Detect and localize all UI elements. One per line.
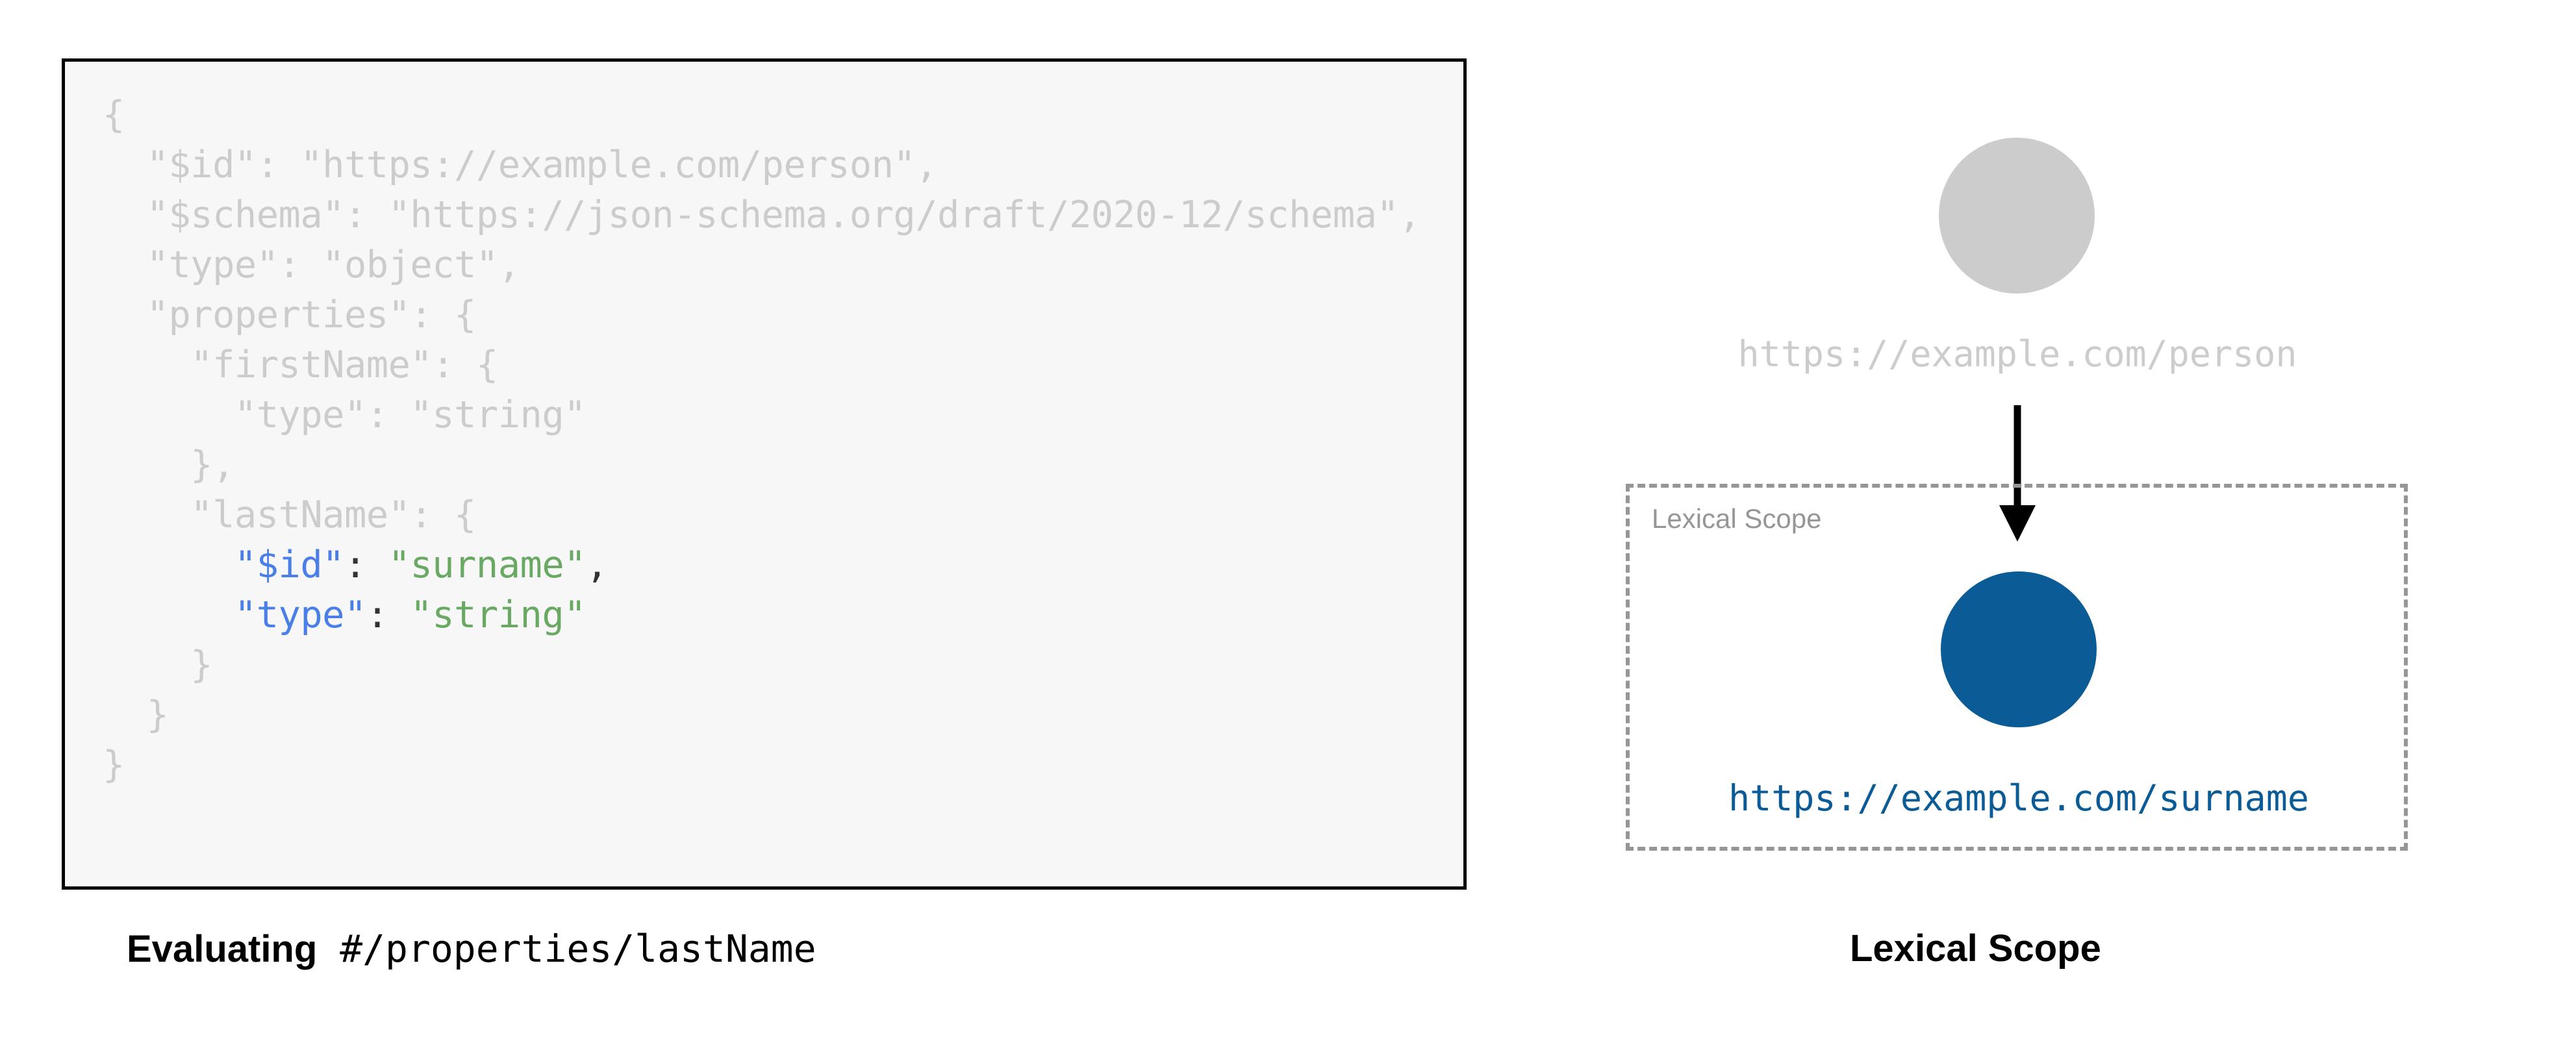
- code-token-dim: }: [103, 744, 125, 786]
- code-caption-strong: Evaluating: [127, 928, 318, 970]
- code-line: "$id": "https://example.com/person",: [103, 140, 1421, 190]
- code-caption: Evaluating #/properties/lastName: [127, 930, 816, 968]
- code-line: "$id": "surname",: [103, 540, 1421, 590]
- code-card: { "$id": "https://example.com/person", "…: [62, 58, 1467, 890]
- code-line: }: [103, 690, 1421, 740]
- code-token-dim: "firstName": {: [103, 344, 498, 386]
- code-line: "type": "object",: [103, 240, 1421, 290]
- code-line: "type": "string": [103, 590, 1421, 640]
- code-listing: { "$id": "https://example.com/person", "…: [103, 90, 1421, 790]
- diagram-caption: Lexical Scope: [1850, 930, 2101, 968]
- code-token-dim: {: [103, 94, 125, 136]
- code-token-dim: "type": "object",: [103, 244, 520, 286]
- code-token-punct: :: [366, 594, 410, 636]
- code-token-dim: "lastName": {: [103, 494, 476, 536]
- node-person-label: https://example.com/person: [1737, 333, 2297, 375]
- code-token-key: "type": [234, 594, 366, 636]
- code-token-dim: "properties": {: [103, 294, 477, 336]
- code-token-str: "string": [410, 594, 586, 636]
- lexical-scope-boundary: [1626, 484, 2408, 851]
- code-line: "lastName": {: [103, 490, 1421, 540]
- code-line: }: [103, 640, 1421, 690]
- lexical-scope-boundary-label: Lexical Scope: [1652, 503, 1822, 534]
- node-surname-label: https://example.com/surname: [1728, 777, 2310, 819]
- code-token-dim: },: [103, 444, 234, 486]
- code-token-dim: }: [103, 644, 213, 686]
- node-surname-circle: [1941, 571, 2097, 727]
- code-token-dim: "type": "string": [103, 394, 587, 436]
- code-line: "type": "string": [103, 390, 1421, 440]
- code-caption-pointer: #/properties/lastName: [317, 927, 816, 971]
- node-person-circle: [1939, 138, 2095, 294]
- code-line: "$schema": "https://json-schema.org/draf…: [103, 190, 1421, 240]
- code-token-punct: ,: [586, 544, 608, 586]
- code-token-dim: "$id": "https://example.com/person",: [103, 144, 938, 186]
- code-line: "properties": {: [103, 290, 1421, 340]
- code-token-str: "surname": [388, 544, 587, 586]
- code-line: },: [103, 440, 1421, 490]
- code-line: {: [103, 90, 1421, 140]
- code-token-key: "$id": [234, 544, 345, 586]
- code-line: }: [103, 740, 1421, 790]
- code-token-dim: }: [103, 694, 169, 736]
- arrow-down-icon: [1999, 405, 2036, 542]
- code-line: "firstName": {: [103, 340, 1421, 390]
- code-token-punct: :: [344, 544, 388, 586]
- diagram-caption-text: Lexical Scope: [1850, 927, 2101, 970]
- code-token-dim: "$schema": "https://json-schema.org/draf…: [103, 194, 1421, 236]
